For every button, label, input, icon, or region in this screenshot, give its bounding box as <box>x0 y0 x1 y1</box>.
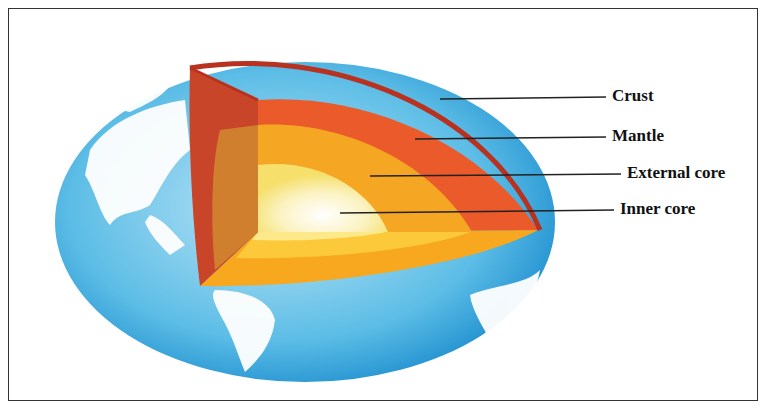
globe <box>55 62 555 382</box>
part-label: Mantle <box>612 127 664 146</box>
external-core <box>258 125 472 232</box>
left-face <box>189 68 258 286</box>
left-face-core <box>212 125 258 270</box>
inner-core <box>258 164 388 232</box>
part-label: Crust <box>612 87 654 106</box>
frame <box>9 9 758 401</box>
outer-core-band <box>236 232 470 258</box>
crust-edge <box>190 68 258 100</box>
inner-core-band <box>252 232 385 241</box>
part-label: Inner core <box>620 200 695 219</box>
part-label: External core <box>627 164 725 183</box>
continents <box>85 86 540 372</box>
leader-lines <box>340 97 621 213</box>
